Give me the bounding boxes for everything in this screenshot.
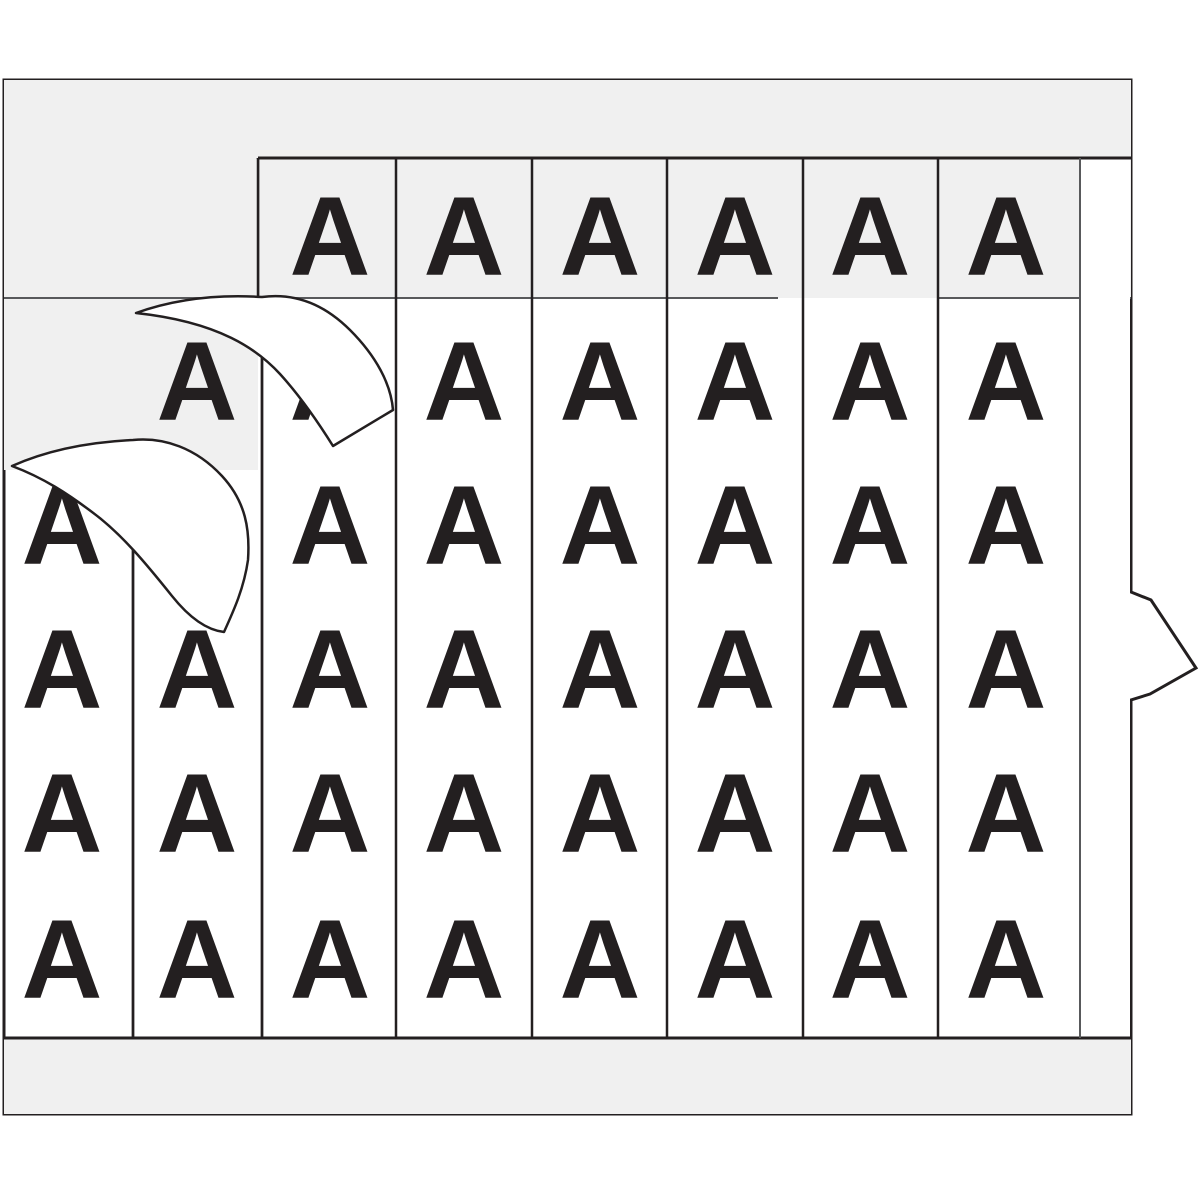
- label-cell[interactable]: A: [424, 463, 505, 588]
- label-cell[interactable]: A: [424, 751, 505, 876]
- label-cell[interactable]: A: [966, 607, 1047, 732]
- label-cell[interactable]: A: [290, 174, 371, 299]
- label-row-6: A A A A A A A A: [22, 897, 1047, 1022]
- label-cell[interactable]: A: [290, 897, 371, 1022]
- label-cell[interactable]: A: [830, 174, 911, 299]
- label-cell[interactable]: A: [560, 463, 641, 588]
- label-cell[interactable]: A: [695, 463, 776, 588]
- label-cell[interactable]: A: [560, 897, 641, 1022]
- label-cell[interactable]: A: [424, 897, 505, 1022]
- label-cell[interactable]: A: [695, 897, 776, 1022]
- label-cell[interactable]: A: [157, 319, 238, 444]
- label-cell[interactable]: A: [966, 174, 1047, 299]
- label-cell[interactable]: A: [290, 607, 371, 732]
- label-cell[interactable]: A: [424, 319, 505, 444]
- label-cell[interactable]: A: [22, 607, 103, 732]
- label-cell[interactable]: A: [830, 751, 911, 876]
- label-cell[interactable]: A: [695, 319, 776, 444]
- label-cell[interactable]: A: [830, 607, 911, 732]
- label-cell[interactable]: A: [157, 751, 238, 876]
- label-cell[interactable]: A: [966, 751, 1047, 876]
- peeled-label-upper[interactable]: [134, 294, 395, 448]
- label-row-5: A A A A A A A A: [22, 751, 1047, 876]
- label-cell[interactable]: A: [830, 897, 911, 1022]
- label-cell[interactable]: A: [424, 607, 505, 732]
- label-cell[interactable]: A: [695, 751, 776, 876]
- label-row-4: A A A A A A A A: [22, 607, 1047, 732]
- liner-lower-left-overlay: [5, 299, 132, 461]
- liner-upper-left-overlay: [5, 159, 257, 297]
- label-cell[interactable]: A: [424, 174, 505, 299]
- label-cell[interactable]: A: [560, 319, 641, 444]
- label-cell[interactable]: A: [22, 751, 103, 876]
- label-cell[interactable]: A: [560, 174, 641, 299]
- label-cell[interactable]: A: [966, 319, 1047, 444]
- label-cell[interactable]: A: [695, 607, 776, 732]
- label-cell[interactable]: A: [290, 751, 371, 876]
- right-margin-overlay: [1081, 159, 1130, 1037]
- label-cell[interactable]: A: [966, 897, 1047, 1022]
- label-cell[interactable]: A: [560, 607, 641, 732]
- liner-top-overlay: [4, 80, 1131, 157]
- label-cell[interactable]: A: [157, 897, 238, 1022]
- liner-bottom-overlay: [5, 1039, 1130, 1113]
- label-cell[interactable]: A: [695, 174, 776, 299]
- label-cell[interactable]: A: [560, 751, 641, 876]
- label-cell[interactable]: A: [290, 463, 371, 588]
- label-cell[interactable]: A: [22, 897, 103, 1022]
- peeled-label-lower[interactable]: [10, 438, 250, 634]
- label-cell[interactable]: A: [830, 463, 911, 588]
- label-cell[interactable]: A: [830, 319, 911, 444]
- label-cell[interactable]: A: [966, 463, 1047, 588]
